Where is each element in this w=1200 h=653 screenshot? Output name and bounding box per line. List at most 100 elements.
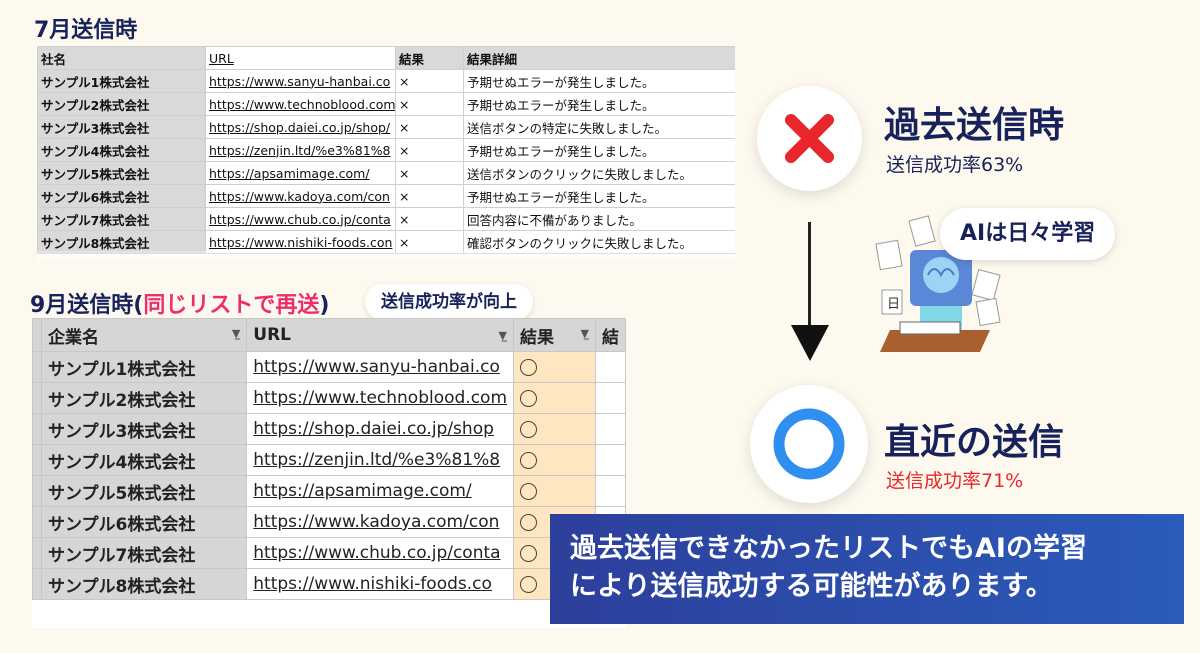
september-title-suffix: ) (319, 293, 330, 318)
september-title: 9月送信時(同じリストで再送) (30, 287, 329, 319)
header-url: URL ▼̲ (246, 318, 515, 352)
july-fade (37, 251, 735, 261)
company-cell: サンプル7株式会社 (41, 537, 248, 569)
url-link[interactable]: https://www.nishiki-foods.co (246, 568, 515, 600)
result-cell (513, 475, 596, 507)
success-circle-icon (520, 544, 538, 562)
empty-cell (594, 413, 626, 445)
result-cell (513, 382, 596, 414)
header-result-label: 結果 (520, 327, 555, 348)
ai-learning-badge: AIは日々学習 (940, 208, 1116, 260)
company-cell: サンプル5株式会社 (41, 475, 248, 507)
success-circle-icon (520, 575, 538, 593)
detail-cell: 予期せぬエラーが発生しました。 (463, 138, 735, 162)
company-cell: サンプル6株式会社 (37, 184, 206, 208)
url-link[interactable]: https://www.chub.co.jp/conta (246, 537, 515, 569)
detail-cell: 確認ボタンのクリックに失敗しました。 (463, 230, 735, 254)
filter-icon[interactable]: ▼̲ (498, 329, 508, 342)
result-cell (513, 351, 596, 383)
header-company: 社名 (37, 46, 206, 70)
success-circle-icon (520, 451, 538, 469)
cross-icon (785, 114, 834, 163)
url-link[interactable]: https://zenjin.ltd/%e3%81%8 (205, 138, 396, 162)
summary-banner: 過去送信できなかったリストでもAIの学習 により送信成功する可能性があります。 (550, 514, 1184, 624)
success-circle-icon (520, 358, 538, 376)
url-link[interactable]: https://www.kadoya.com/con (246, 506, 515, 538)
company-cell: サンプル6株式会社 (41, 506, 248, 538)
header-result: 結果 ▼̲ (513, 318, 596, 352)
result-cell: × (395, 207, 464, 231)
url-link[interactable]: https://apsamimage.com/ (246, 475, 515, 507)
company-cell: サンプル8株式会社 (37, 230, 206, 254)
down-arrow-line (808, 222, 811, 327)
header-partial: 結 (594, 318, 626, 352)
past-title: 過去送信時 (884, 105, 1065, 146)
header-url-label: URL (253, 325, 292, 345)
url-link[interactable]: https://www.technoblood.com (246, 382, 515, 414)
company-cell: サンプル8株式会社 (41, 568, 248, 600)
row-number-cell (32, 318, 43, 352)
company-cell: サンプル3株式会社 (41, 413, 248, 445)
circle-icon (773, 408, 845, 480)
success-circle-icon (520, 482, 538, 500)
july-header-row: 社名 URL 結果 結果詳細 (37, 46, 735, 70)
company-cell: サンプル1株式会社 (37, 69, 206, 93)
url-link[interactable]: https://www.kadoya.com/con (205, 184, 396, 208)
result-cell: × (395, 69, 464, 93)
banner-line-2: により送信成功する可能性があります。 (570, 571, 1053, 602)
recent-icon-badge (750, 385, 868, 503)
url-link[interactable]: https://www.chub.co.jp/conta (205, 207, 396, 231)
success-circle-icon (520, 513, 538, 531)
url-link[interactable]: https://zenjin.ltd/%e3%81%8 (246, 444, 515, 476)
url-link[interactable]: https://apsamimage.com/ (205, 161, 396, 185)
july-title: 7月送信時 (34, 18, 138, 43)
row-number-cell (32, 413, 43, 445)
row-number-cell (32, 537, 43, 569)
url-link[interactable]: https://www.sanyu-hanbai.co (205, 69, 396, 93)
row-number-cell (32, 475, 43, 507)
improvement-badge: 送信成功率が向上 (365, 284, 533, 320)
header-company-label: 企業名 (48, 327, 100, 348)
url-link[interactable]: https://shop.daiei.co.jp/shop (246, 413, 515, 445)
september-title-prefix: 9月送信時( (30, 293, 144, 318)
result-cell: × (395, 92, 464, 116)
svg-text:日: 日 (887, 297, 900, 312)
detail-cell: 予期せぬエラーが発生しました。 (463, 92, 735, 116)
past-icon-badge (757, 86, 862, 191)
empty-cell (594, 475, 626, 507)
result-cell (513, 444, 596, 476)
header-company: 企業名 ▼̲ (41, 318, 248, 352)
url-link[interactable]: https://www.technoblood.com (205, 92, 396, 116)
url-link[interactable]: https://www.nishiki-foods.con (205, 230, 396, 254)
september-header-row: 企業名 ▼̲ URL ▼̲ 結果 ▼̲ 結 (32, 318, 626, 352)
url-link[interactable]: https://shop.daiei.co.jp/shop/ (205, 115, 396, 139)
result-cell: × (395, 161, 464, 185)
filter-icon[interactable]: ▼̲ (580, 326, 589, 340)
header-detail: 結果詳細 (463, 46, 735, 70)
company-cell: サンプル3株式会社 (37, 115, 206, 139)
filter-icon[interactable]: ▼̲ (231, 326, 241, 340)
detail-cell: 予期せぬエラーが発生しました。 (463, 69, 735, 93)
detail-cell: 送信ボタンのクリックに失敗しました。 (463, 161, 735, 185)
empty-cell (594, 351, 626, 383)
company-cell: サンプル4株式会社 (37, 138, 206, 162)
september-title-highlight: 同じリストで再送 (143, 293, 320, 318)
past-rate: 送信成功率63% (886, 154, 1024, 176)
url-link[interactable]: https://www.sanyu-hanbai.co (246, 351, 515, 383)
company-cell: サンプル4株式会社 (41, 444, 248, 476)
row-number-cell (32, 568, 43, 600)
detail-cell: 送信ボタンの特定に失敗しました。 (463, 115, 735, 139)
result-cell: × (395, 138, 464, 162)
success-circle-icon (520, 420, 538, 438)
recent-title: 直近の送信 (884, 422, 1065, 463)
